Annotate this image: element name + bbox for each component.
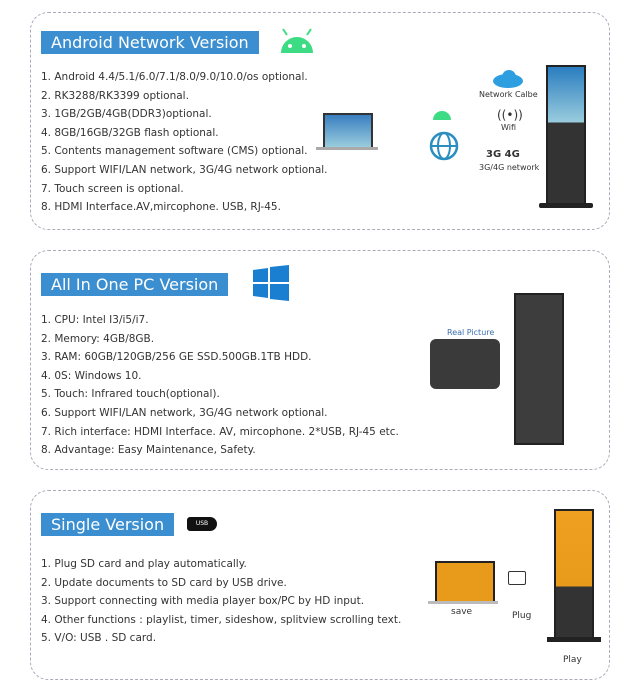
android-panel: Android Network Version 1. Android 4.4/5… — [30, 12, 610, 230]
globe-icon — [429, 131, 459, 161]
list-item: 3. 1GB/2GB/4GB(DDR3)optional. — [41, 108, 212, 121]
play-label: Play — [563, 655, 582, 665]
usb-drive-icon: USB — [187, 517, 217, 531]
list-item: 1. Android 4.4/5.1/6.0/7.1/8.0/9.0/10.0/… — [41, 71, 308, 83]
mobile-badges: 3G 4G — [486, 149, 520, 160]
android-icon — [281, 28, 313, 53]
windows-icon — [253, 265, 289, 301]
list-item: 5. Touch: Infrared touch(optional). — [41, 388, 220, 401]
real-picture-image — [430, 339, 500, 389]
list-item: 4. Other functions : playlist, timer, si… — [41, 613, 402, 626]
kiosk-image — [546, 65, 586, 205]
list-item: 3. Support connecting with media player … — [41, 595, 365, 608]
laptop-image — [323, 113, 373, 149]
wifi-icon: ((•)) — [497, 108, 523, 122]
android-small-icon — [433, 111, 451, 120]
list-item: 8. HDMI Interface.AV,mircophone. USB, RJ… — [41, 201, 281, 214]
list-item: 7. Rich interface: HDMI Interface. AV, m… — [41, 425, 399, 438]
save-label: save — [451, 607, 473, 617]
play-kiosk-image — [554, 509, 594, 639]
section-title: Android Network Version — [41, 31, 259, 54]
all-in-one-panel: All In One PC Version 1. CPU: Intel I3/i… — [30, 250, 610, 470]
spec-list: 1. Android 4.4/5.1/6.0/7.1/8.0/9.0/10.0/… — [41, 68, 328, 217]
list-item: 4. 8GB/16GB/32GB flash optional. — [41, 126, 219, 139]
spec-list: 1. CPU: Intel I3/i5/i7. 2. Memory: 4GB/8… — [41, 311, 399, 460]
list-item: 5. Contents management software (CMS) op… — [41, 145, 308, 158]
single-panel: Single Version USB 1. Plug SD card and p… — [30, 490, 610, 680]
pc-kiosk-image — [514, 293, 564, 445]
section-title: All In One PC Version — [41, 273, 229, 296]
list-item: 8. Advantage: Easy Maintenance, Safety. — [41, 444, 256, 457]
plug-label: Plug — [512, 611, 532, 621]
4g-badge: 4G — [504, 149, 520, 160]
section-title: Single Version — [41, 513, 175, 536]
wifi-label: Wifi — [501, 123, 516, 132]
3g-badge: 3G — [486, 149, 502, 160]
laptop-image — [435, 561, 495, 603]
list-item: 7. Touch screen is optional. — [41, 182, 184, 195]
list-item: 6. Support WIFI/LAN network, 3G/4G netwo… — [41, 406, 328, 419]
mobile-network-label: 3G/4G network — [479, 163, 540, 172]
list-item: 5. V/O: USB . SD card. — [41, 632, 157, 645]
list-item: 2. RK3288/RK3399 optional. — [41, 89, 189, 102]
list-item: 4. 0S: Windows 10. — [41, 369, 142, 382]
real-picture-label: Real Picture — [447, 328, 495, 337]
spec-list: 1. Plug SD card and play automatically. … — [41, 555, 401, 648]
list-item: 1. Plug SD card and play automatically. — [41, 558, 247, 570]
cloud-icon — [493, 70, 523, 88]
usb-stick-icon — [508, 571, 526, 585]
list-item: 2. Memory: 4GB/8GB. — [41, 332, 155, 345]
list-item: 6. Support WIFI/LAN network, 3G/4G netwo… — [41, 163, 328, 176]
network-cable-label: Network Calbe — [479, 90, 538, 99]
list-item: 1. CPU: Intel I3/i5/i7. — [41, 314, 149, 326]
list-item: 3. RAM: 60GB/120GB/256 GE SSD.500GB.1TB … — [41, 351, 312, 364]
list-item: 2. Update documents to SD card by USB dr… — [41, 576, 287, 589]
